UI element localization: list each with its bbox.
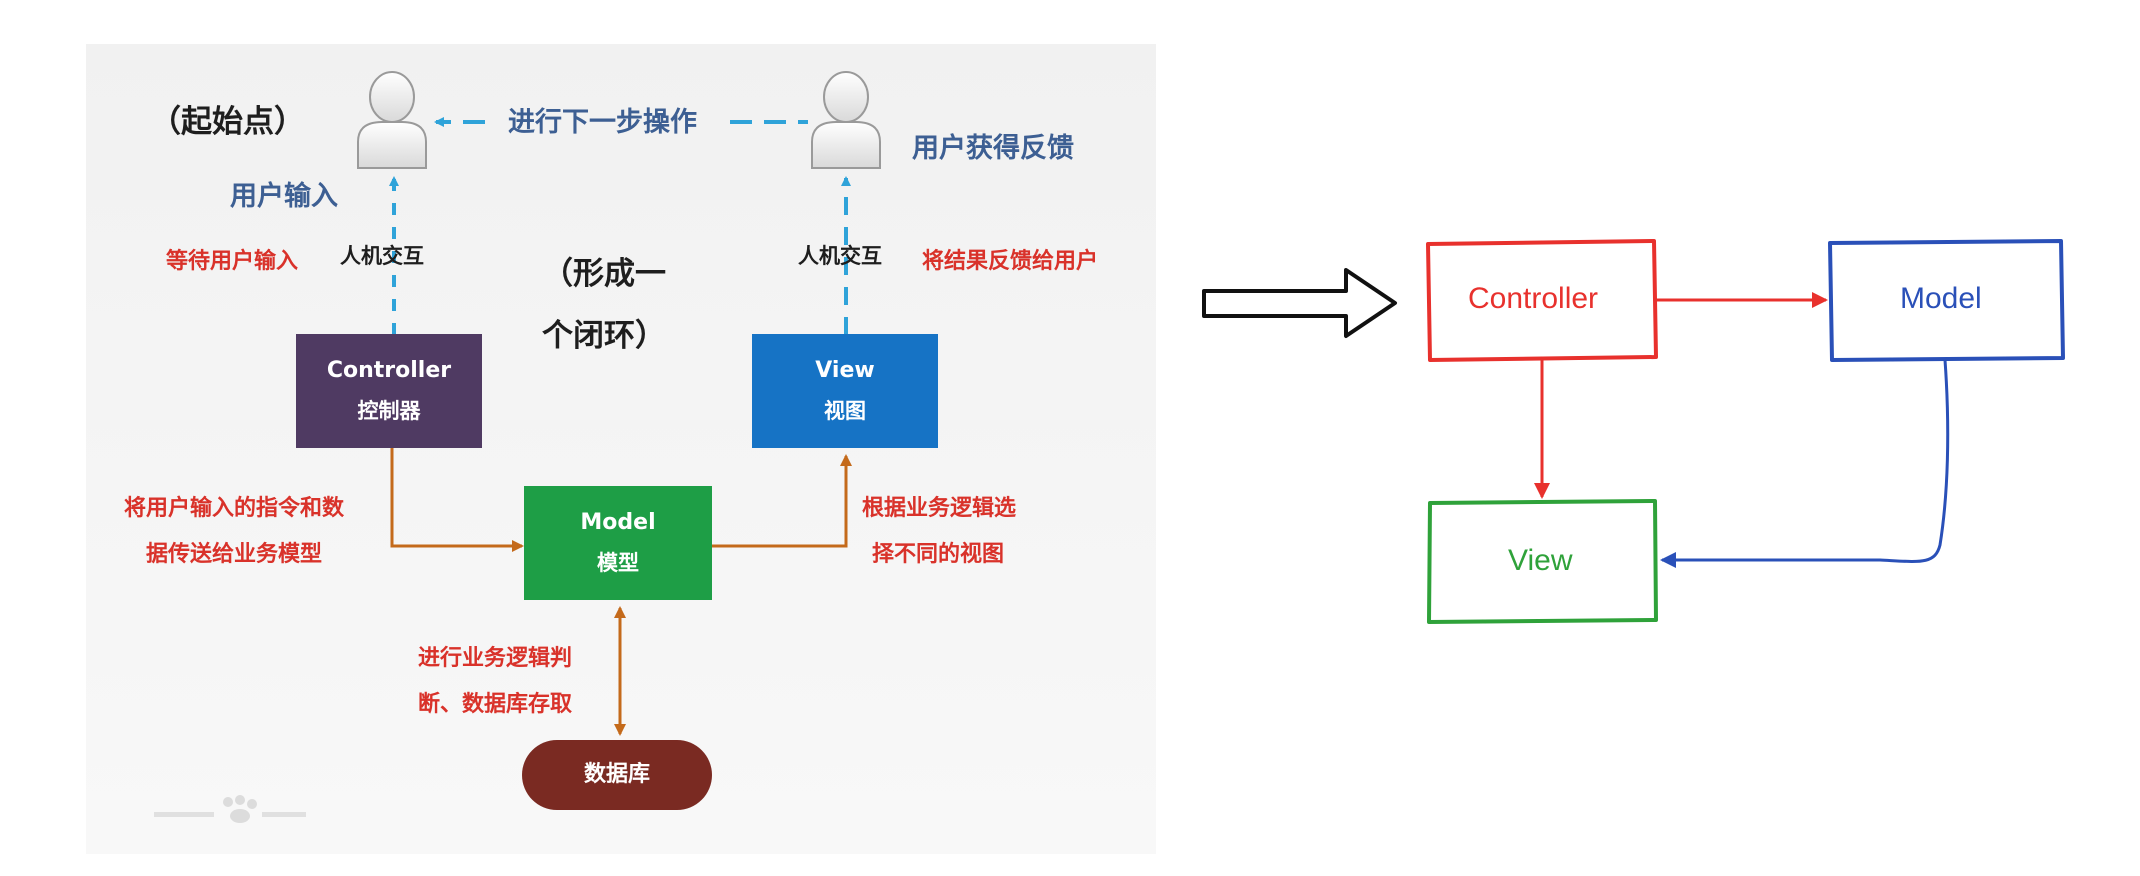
loop-label-line1: （形成一 <box>542 256 666 292</box>
model-to-view-line2: 择不同的视图 <box>872 542 1005 567</box>
watermark-logo <box>150 792 310 828</box>
model-to-view-line1: 根据业务逻辑选 <box>862 496 1017 521</box>
sketch-view-label: View <box>1508 544 1573 577</box>
user-input-label: 用户输入 <box>230 181 338 212</box>
controller-to-model-line2: 据传送给业务模型 <box>146 542 323 567</box>
model-box: Model 模型 <box>524 486 712 600</box>
next-step-label: 进行下一步操作 <box>508 107 697 138</box>
view-box: View 视图 <box>752 334 938 448</box>
sketch-model-label: Model <box>1900 282 1982 315</box>
sketch-view-box <box>1427 499 1658 624</box>
user-icon-feedback <box>806 70 886 170</box>
user-feedback-label: 用户获得反馈 <box>912 133 1074 164</box>
database-pill: 数据库 <box>522 740 712 810</box>
controller-title: Controller <box>326 358 452 384</box>
loop-label-line2: 个闭环） <box>542 318 666 354</box>
sketch-controller-label: Controller <box>1468 282 1599 315</box>
model-to-view-arrow <box>712 454 852 548</box>
wait-input-label: 等待用户输入 <box>166 249 299 274</box>
start-point-label: （起始点） <box>150 104 305 140</box>
controller-to-model-arrow <box>390 448 524 552</box>
database-label: 数据库 <box>583 762 650 788</box>
controller-box: Controller 控制器 <box>296 334 482 448</box>
sketch-controller-box <box>1426 239 1658 362</box>
view-title: View <box>815 358 875 384</box>
view-subtitle: 视图 <box>824 398 866 423</box>
user-icon-start <box>352 70 432 170</box>
model-db-line2: 断、数据库存取 <box>418 692 573 717</box>
hci-left-label: 人机交互 <box>340 244 424 268</box>
transition-arrow-icon <box>1202 268 1397 338</box>
model-title: Model <box>580 510 656 536</box>
feedback-to-user-label: 将结果反馈给用户 <box>922 249 1099 274</box>
controller-to-model-line1: 将用户输入的指令和数 <box>124 496 345 521</box>
model-subtitle: 模型 <box>597 550 639 575</box>
sketch-model-to-view-arrow <box>1660 359 1950 568</box>
controller-subtitle: 控制器 <box>357 398 421 423</box>
model-db-line1: 进行业务逻辑判 <box>418 646 573 671</box>
sketch-model-box <box>1828 239 2065 362</box>
hci-right-label: 人机交互 <box>798 244 882 268</box>
